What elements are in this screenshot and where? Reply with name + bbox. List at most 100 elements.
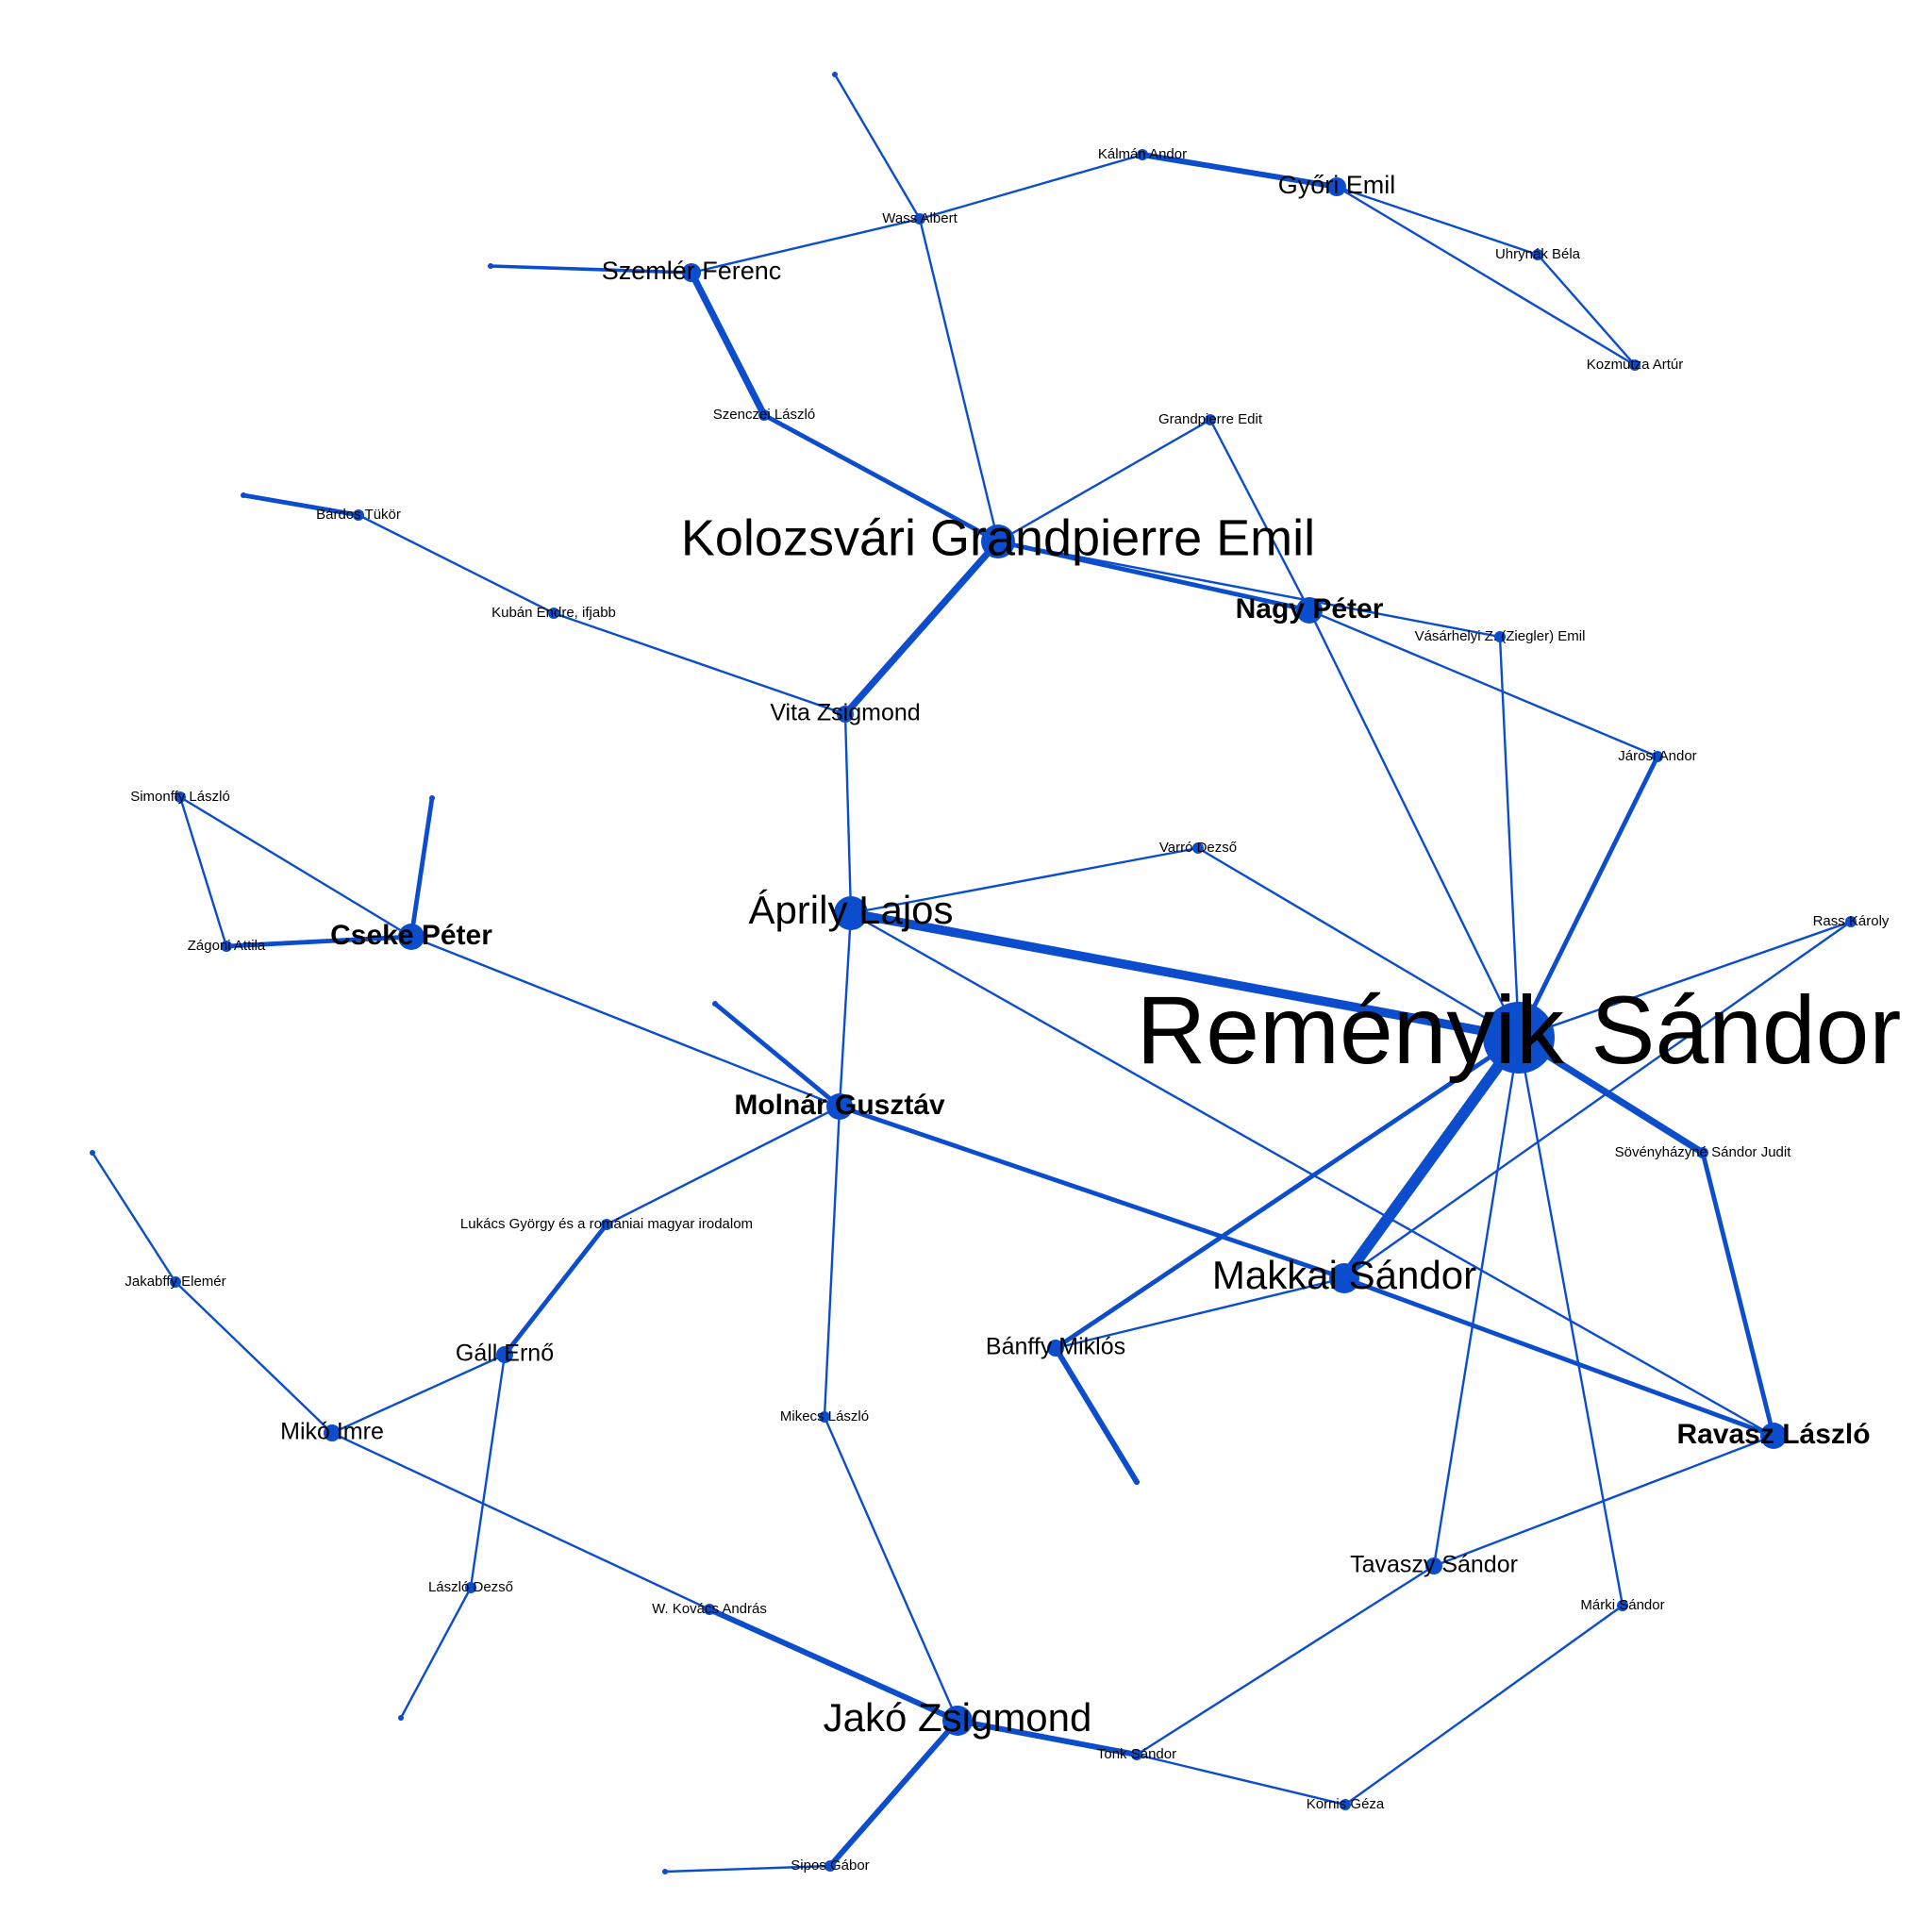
node-label-tavaszy: Tavaszy Sándor — [1350, 1552, 1518, 1578]
node-tiny-szemler[interactable] — [488, 263, 493, 269]
node-rass[interactable] — [1845, 916, 1857, 927]
edge-kuban-bardos — [357, 513, 556, 615]
node-label-szenczei: Szenczei László — [713, 407, 815, 423]
edge-vita-aprily — [843, 712, 853, 915]
node-makkai[interactable] — [1329, 1263, 1359, 1293]
node-mikecs[interactable] — [819, 1411, 830, 1423]
edge-remenyik-nagy — [1307, 608, 1521, 1040]
edge-makkai-banffy — [1054, 1276, 1346, 1350]
node-label-varro: Varró Dezső — [1159, 840, 1237, 856]
edge-jakabffy-miko — [174, 1280, 334, 1435]
edge-nagy-jaross — [1307, 608, 1659, 758]
edge-molnar-makkai — [837, 1104, 1347, 1281]
node-gall[interactable] — [496, 1346, 513, 1363]
node-jakabffy[interactable] — [170, 1276, 181, 1288]
node-label-kornis: Kornis Géza — [1307, 1796, 1385, 1812]
node-zagoni[interactable] — [221, 941, 232, 952]
node-bardos[interactable] — [353, 509, 364, 521]
node-molnar[interactable] — [826, 1093, 853, 1120]
edge-szenczei-szemler — [688, 269, 768, 419]
node-vita[interactable] — [837, 706, 854, 723]
node-label-sipos: Sipos Gábor — [791, 1857, 869, 1874]
node-tavaszy[interactable] — [1425, 1557, 1442, 1574]
node-tiny-banffy[interactable] — [1134, 1479, 1140, 1485]
node-szenczei[interactable] — [758, 409, 770, 421]
node-tiny-top[interactable] — [832, 72, 838, 77]
node-uhrynak[interactable] — [1532, 249, 1543, 260]
node-label-remenyik: Reményik Sándor — [1137, 976, 1902, 1084]
node-tiny-sipos[interactable] — [662, 1869, 668, 1874]
node-jaross[interactable] — [1652, 751, 1663, 762]
node-label-kalman: Kálmán Andor — [1098, 146, 1187, 162]
edge-lukacs-gall — [502, 1222, 609, 1357]
edge-szemler-wass — [690, 217, 922, 275]
node-remenyik[interactable] — [1483, 1002, 1555, 1074]
edge-sipos-tiny_sipos — [663, 1864, 832, 1874]
edge-remenyik-makkai — [1339, 1032, 1524, 1284]
edge-remenyik-vasarhelyi — [1498, 635, 1521, 1040]
node-tiny-jakabffy[interactable] — [90, 1150, 95, 1156]
node-tonk[interactable] — [1131, 1749, 1142, 1760]
node-label-mikecs: Mikecs László — [780, 1408, 869, 1424]
node-grandpierre-edit[interactable] — [1205, 414, 1216, 425]
edge-tonk-kornis — [1135, 1753, 1347, 1807]
node-label-banffy: Bánffy Miklós — [986, 1334, 1125, 1360]
node-lukacs[interactable] — [601, 1219, 612, 1230]
node-simonfy[interactable] — [175, 791, 186, 803]
node-kovacs[interactable] — [704, 1604, 715, 1615]
node-kozmutza[interactable] — [1629, 359, 1641, 371]
node-label-lukacs: Lukács György és a romániai magyar iroda… — [460, 1216, 753, 1232]
node-tiny-laszlo[interactable] — [398, 1715, 404, 1721]
node-banffy[interactable] — [1047, 1340, 1064, 1357]
edge-jakabffy-tiny_jakabffy — [91, 1151, 177, 1284]
node-tiny-bardos[interactable] — [241, 492, 246, 498]
node-label-grandpierre-edit: Grandpierre Edit — [1158, 411, 1263, 427]
node-kuban[interactable] — [548, 608, 559, 619]
node-szemler[interactable] — [682, 263, 701, 282]
node-gyori[interactable] — [1327, 177, 1346, 196]
edge-kornis-marki — [1343, 1604, 1624, 1807]
node-layer — [90, 72, 1857, 1874]
node-ravasz[interactable] — [1760, 1423, 1787, 1449]
edge-cseke-molnar — [409, 935, 841, 1108]
node-marki[interactable] — [1617, 1600, 1628, 1611]
node-label-vita: Vita Zsigmond — [770, 700, 920, 726]
node-nagy[interactable] — [1296, 597, 1323, 624]
node-laszlo-dezso[interactable] — [465, 1582, 476, 1593]
node-label-szemler: Szemlér Ferenc — [602, 257, 782, 285]
node-cseke[interactable] — [398, 924, 425, 950]
edge-remenyik-varro — [1196, 846, 1521, 1040]
node-miko[interactable] — [324, 1424, 341, 1441]
edge-simonfy-cseke — [178, 795, 413, 939]
node-label-kozmutza: Kozmutza Artúr — [1587, 357, 1684, 373]
edge-uhrynak-kozmutza — [1536, 253, 1637, 367]
node-label-cseke: Cseke Péter — [330, 920, 492, 951]
node-tiny-cseke[interactable] — [429, 795, 435, 801]
node-label-kuban: Kubán Endre, ifjabb — [491, 605, 616, 621]
edge-jako-sipos — [827, 1718, 960, 1869]
node-label-molnar: Molnár Gusztáv — [734, 1090, 945, 1121]
edge-remenyik-banffy — [1053, 1035, 1522, 1351]
edge-bardos-tiny_bardos — [241, 492, 361, 518]
node-jako[interactable] — [942, 1706, 973, 1736]
node-varro[interactable] — [1192, 842, 1204, 854]
node-label-jaross: Járosi Andor — [1618, 748, 1696, 764]
edge-grandpierre_edit-nagy — [1208, 418, 1311, 612]
node-label-jako: Jakó Zsigmond — [824, 1695, 1092, 1740]
node-tiny-molnar[interactable] — [712, 1001, 718, 1007]
node-kolozsvari[interactable] — [981, 525, 1015, 558]
node-vasarhelyi[interactable] — [1494, 631, 1506, 642]
edge-vita-kuban — [552, 611, 847, 716]
node-wass[interactable] — [914, 213, 925, 225]
edge-kolozsvari-nagy — [995, 539, 1312, 613]
node-kornis[interactable] — [1340, 1799, 1351, 1810]
edge-banffy-tiny_banffy — [1053, 1345, 1140, 1485]
edge-szemler-tiny_szemler — [489, 264, 693, 275]
edge-remenyik-tavaszy — [1432, 1036, 1521, 1568]
node-kalman[interactable] — [1137, 149, 1148, 160]
node-aprily[interactable] — [834, 896, 868, 930]
node-sipos[interactable] — [824, 1860, 836, 1872]
node-sovenyhazy[interactable] — [1697, 1147, 1708, 1158]
edge-mikecs-jako — [823, 1415, 959, 1723]
